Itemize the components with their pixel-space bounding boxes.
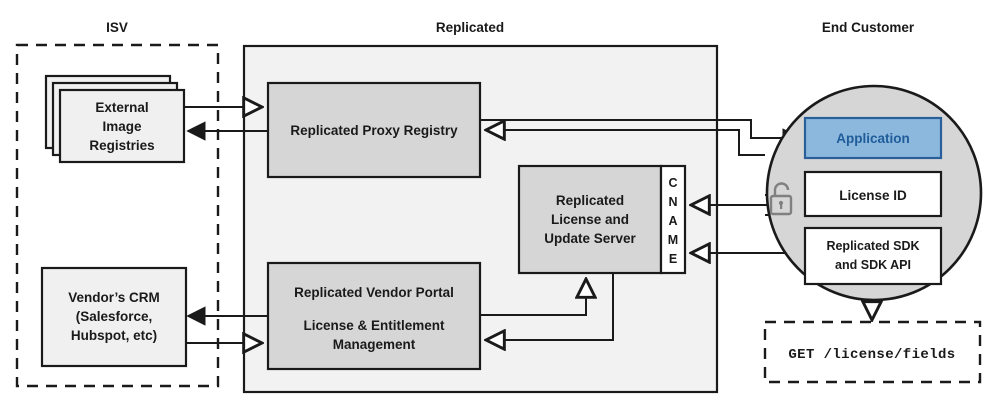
sdk-box <box>803 226 943 286</box>
license-id-box <box>803 170 943 218</box>
isv-boundary <box>15 43 220 388</box>
license-id-node[interactable]: License ID <box>803 170 943 218</box>
link-license-server-to-portal <box>486 273 614 340</box>
sdk-line-1: Replicated SDK <box>826 239 919 253</box>
vendor-portal-title: Replicated Vendor Portal <box>294 285 454 300</box>
proxy-registry-box <box>266 81 482 179</box>
application-box <box>803 116 943 160</box>
license-server-box <box>517 164 663 275</box>
vendors-crm-box <box>40 266 188 368</box>
group-title-end-customer: End Customer <box>822 20 915 35</box>
application-label: Application <box>836 131 910 146</box>
vendor-portal-subtitle-line-2: Management <box>333 337 416 352</box>
vendors-crm-line-2: (Salesforce, <box>76 309 153 324</box>
external-registries-line-1: External <box>95 100 148 115</box>
sdk-line-2: and SDK API <box>835 258 911 272</box>
cname-letter-n: N <box>668 195 677 209</box>
replicated-license-update-server-node[interactable]: Replicated License and Update Server <box>517 164 663 275</box>
cname-strip[interactable]: C N A M E <box>659 164 687 275</box>
replicated-proxy-registry-node[interactable]: Replicated Proxy Registry <box>266 81 482 179</box>
api-call-boundary <box>763 320 982 384</box>
cname-letter-e: E <box>669 252 677 266</box>
cname-letter-m: M <box>668 233 678 247</box>
api-call-label: GET /license/fields <box>788 347 955 363</box>
replicated-vendor-portal-node[interactable]: Replicated Vendor Portal License & Entit… <box>266 261 482 371</box>
cname-box <box>659 164 687 275</box>
application-node[interactable]: Application <box>803 116 943 160</box>
vendors-crm-line-1: Vendor’s CRM <box>68 290 160 305</box>
vendor-portal-subtitle-line-1: License & Entitlement <box>303 318 445 333</box>
unlocked-padlock-icon <box>769 182 793 216</box>
cname-letter-a: A <box>668 214 677 228</box>
license-server-line-3: Update Server <box>544 231 636 246</box>
external-image-registries[interactable]: External Image Registries <box>44 74 186 164</box>
group-title-isv: ISV <box>106 20 128 35</box>
proxy-registry-label: Replicated Proxy Registry <box>290 123 458 138</box>
registry-stack-front <box>58 88 186 164</box>
vendor-portal-box <box>266 261 482 371</box>
license-id-label: License ID <box>839 188 907 203</box>
license-server-line-1: Replicated <box>556 193 624 208</box>
link-proxy-to-application <box>480 119 800 138</box>
link-customer-to-proxy <box>486 130 765 156</box>
cname-letter-c: C <box>668 176 677 190</box>
external-registries-line-2: Image <box>102 119 142 134</box>
vendors-crm-line-3: Hubspot, etc) <box>71 328 157 343</box>
external-registries-line-3: Registries <box>89 138 154 153</box>
api-call-node[interactable]: GET /license/fields <box>763 320 982 384</box>
license-server-line-2: License and <box>551 212 629 227</box>
vendors-crm-node[interactable]: Vendor’s CRM (Salesforce, Hubspot, etc) <box>40 266 188 368</box>
group-title-replicated: Replicated <box>436 20 504 35</box>
link-portal-to-license-server <box>480 279 586 316</box>
replicated-sdk-node[interactable]: Replicated SDK and SDK API <box>803 226 943 286</box>
